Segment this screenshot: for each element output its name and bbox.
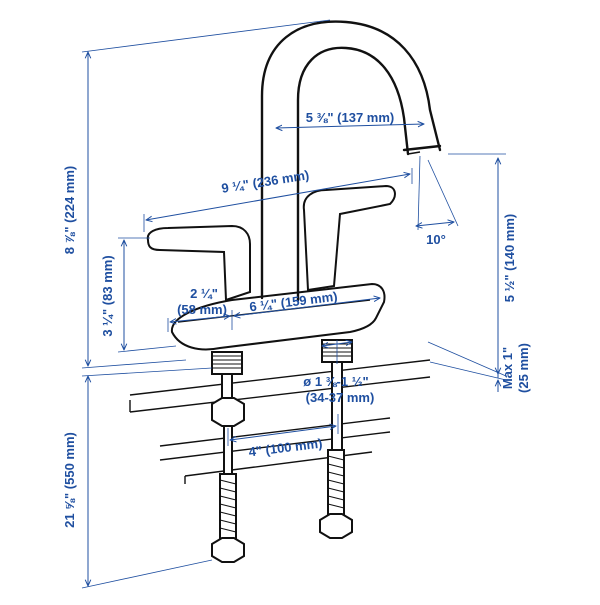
handle-height-label: 3 ¼" (83 mm) xyxy=(100,255,115,336)
base-width-label: 2 ¼" xyxy=(190,286,218,301)
base-width-mm-label: (58 mm) xyxy=(177,302,227,317)
spout xyxy=(260,20,442,302)
max-thickness-mm-label: (25 mm) xyxy=(516,343,531,393)
overall-height-label: 8 ⅞" (224 mm) xyxy=(62,166,77,255)
spout-height-label: 5 ½" (140 mm) xyxy=(502,214,517,303)
spout-reach-label: 5 ⅜" (137 mm) xyxy=(306,110,395,125)
left-supply-line xyxy=(211,351,245,563)
hose-spacing-label: 4" (100 mm) xyxy=(248,436,323,460)
hole-diameter-label: ø 1 ⅜-1 ½" xyxy=(303,374,368,389)
handle-span-label: 9 ¼" (236 mm) xyxy=(220,167,310,196)
hose-length-label: 21 ⅝" (550 mm) xyxy=(62,432,77,528)
faucet-drawing xyxy=(129,20,442,563)
countertop xyxy=(129,359,431,484)
max-thickness-label: Max 1" xyxy=(500,347,515,389)
right-handle xyxy=(302,184,396,292)
hole-diameter-mm-label: (34-37 mm) xyxy=(306,390,375,405)
spout-angle-label: 10° xyxy=(426,232,446,247)
dimension-lines xyxy=(81,19,507,589)
left-handle xyxy=(146,224,251,302)
